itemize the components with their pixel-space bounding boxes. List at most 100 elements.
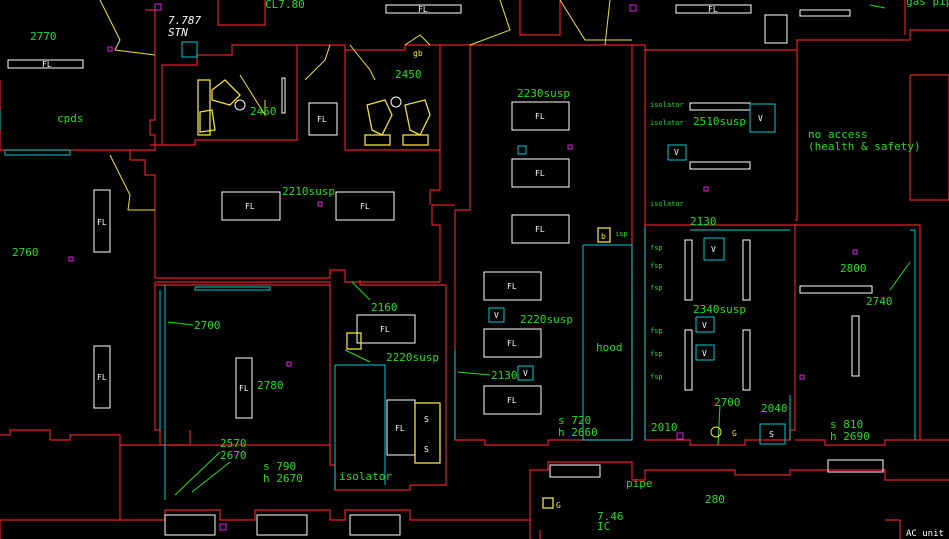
fl-fixture — [675, 4, 752, 14]
fl-fixture — [511, 214, 570, 244]
drain-fixture — [164, 514, 216, 536]
fl-fixture — [221, 191, 281, 221]
ac-unit-label: AC unit — [906, 529, 944, 539]
room-2340susp: 2340susp — [693, 303, 746, 316]
svg-text:FL: FL — [360, 202, 370, 211]
light-fixture — [684, 239, 693, 301]
svg-text:V: V — [758, 114, 763, 123]
svg-text:isp: isp — [615, 230, 628, 238]
room-2770: 2770 — [30, 30, 57, 43]
light-fixture — [684, 329, 693, 391]
ic-label: IC — [597, 520, 610, 533]
valve-boxes — [181, 41, 786, 445]
room-2740: 2740 — [866, 295, 893, 308]
fl-fixture — [235, 357, 253, 419]
light-fixture — [281, 77, 286, 114]
svg-text:FL: FL — [535, 169, 545, 178]
health-safety-label: (health & safety) — [808, 140, 921, 153]
fixture-labels: FL FL FL FL FL FL FL FL FL FL FL FL FL F… — [42, 5, 774, 510]
svg-text:gb: gb — [413, 49, 423, 58]
fl-fixture — [93, 345, 111, 409]
room-2800: 2800 — [840, 262, 867, 275]
light-fixture — [799, 9, 851, 17]
dim-mid-h: h 2670 — [263, 472, 303, 485]
room-2670: 2670 — [220, 449, 247, 462]
fl-fixture — [308, 102, 338, 136]
survey-point: 7.787 — [168, 14, 201, 27]
svg-text:V: V — [702, 349, 707, 358]
svg-text:isolator: isolator — [650, 200, 684, 208]
fl-fixture — [483, 385, 542, 415]
fl-fixture — [511, 158, 570, 188]
equipment — [197, 79, 611, 509]
svg-text:FL: FL — [507, 282, 517, 291]
fl-fixture — [483, 328, 542, 358]
room-2230susp: 2230susp — [517, 87, 570, 100]
svg-text:FL: FL — [418, 5, 428, 14]
fl-fixture — [335, 191, 395, 221]
svg-text:fsp: fsp — [650, 262, 663, 270]
light-fixture — [742, 239, 751, 301]
room-2040: 2040 — [761, 402, 788, 415]
svg-text:V: V — [523, 369, 528, 378]
room-2130-top: 2130 — [690, 215, 717, 228]
light-fixture — [742, 329, 751, 391]
svg-text:FL: FL — [317, 115, 327, 124]
svg-text:b: b — [601, 232, 606, 241]
svg-text:fsp: fsp — [650, 327, 663, 335]
fl-fixture — [385, 4, 462, 14]
room-2160: 2160 — [371, 301, 398, 314]
markers — [68, 3, 858, 531]
svg-text:G: G — [556, 501, 561, 510]
drain-fixture — [827, 459, 884, 473]
svg-text:FL: FL — [507, 396, 517, 405]
svg-text:V: V — [711, 245, 716, 254]
svg-text:FL: FL — [245, 202, 255, 211]
room-2450-a: 2450 — [250, 105, 277, 118]
drain-fixture — [349, 514, 401, 536]
svg-text:G: G — [732, 429, 737, 438]
gas-pipe-label: gas pipe — [906, 0, 949, 8]
light-fixture — [689, 102, 751, 111]
fl-fixture — [7, 59, 84, 69]
svg-text:V: V — [702, 321, 707, 330]
fl-circle-icon — [390, 96, 402, 108]
room-2780: 2780 — [257, 379, 284, 392]
boundary-lines — [99, 0, 632, 211]
centerline-label: CL7.80 — [265, 0, 305, 11]
svg-text:isolator: isolator — [650, 101, 684, 109]
svg-text:FL: FL — [380, 325, 390, 334]
room-2220susp-b: 2220susp — [386, 351, 439, 364]
svg-text:FL: FL — [395, 424, 405, 433]
survey-station: STN — [168, 26, 188, 39]
room-2510susp: 2510susp — [693, 115, 746, 128]
svg-text:FL: FL — [708, 5, 718, 14]
svg-text:fsp: fsp — [650, 244, 663, 252]
dim-mid-s: s 790 — [263, 460, 296, 473]
room-2130-mid: 2130 — [491, 369, 518, 382]
svg-text:FL: FL — [535, 225, 545, 234]
valve-circle-icon — [710, 426, 722, 438]
svg-text:FL: FL — [535, 112, 545, 121]
room-2700-left: 2700 — [194, 319, 221, 332]
svg-text:V: V — [674, 148, 679, 157]
fl-circle-icon — [234, 99, 246, 111]
hood-label: hood — [596, 341, 623, 354]
svg-text:FL: FL — [42, 60, 52, 69]
room-2570: 2570 — [220, 437, 247, 450]
no-access-label: no access — [808, 128, 868, 141]
fl-fixture — [511, 101, 570, 131]
room-2010: 2010 — [651, 421, 678, 434]
dim-far-s: s 810 — [830, 418, 863, 431]
fl-fixture — [483, 271, 542, 301]
drain-fixture — [256, 514, 308, 536]
room-cpds: cpds — [57, 112, 84, 125]
pipe-label: pipe — [626, 477, 653, 490]
fl-fixture — [356, 314, 416, 344]
svg-text:fsp: fsp — [650, 373, 663, 381]
svg-text:V: V — [494, 311, 499, 320]
svg-text:FL: FL — [97, 218, 107, 227]
fl-fixture — [93, 189, 111, 253]
svg-text:fsp: fsp — [650, 350, 663, 358]
svg-text:S: S — [424, 445, 429, 454]
